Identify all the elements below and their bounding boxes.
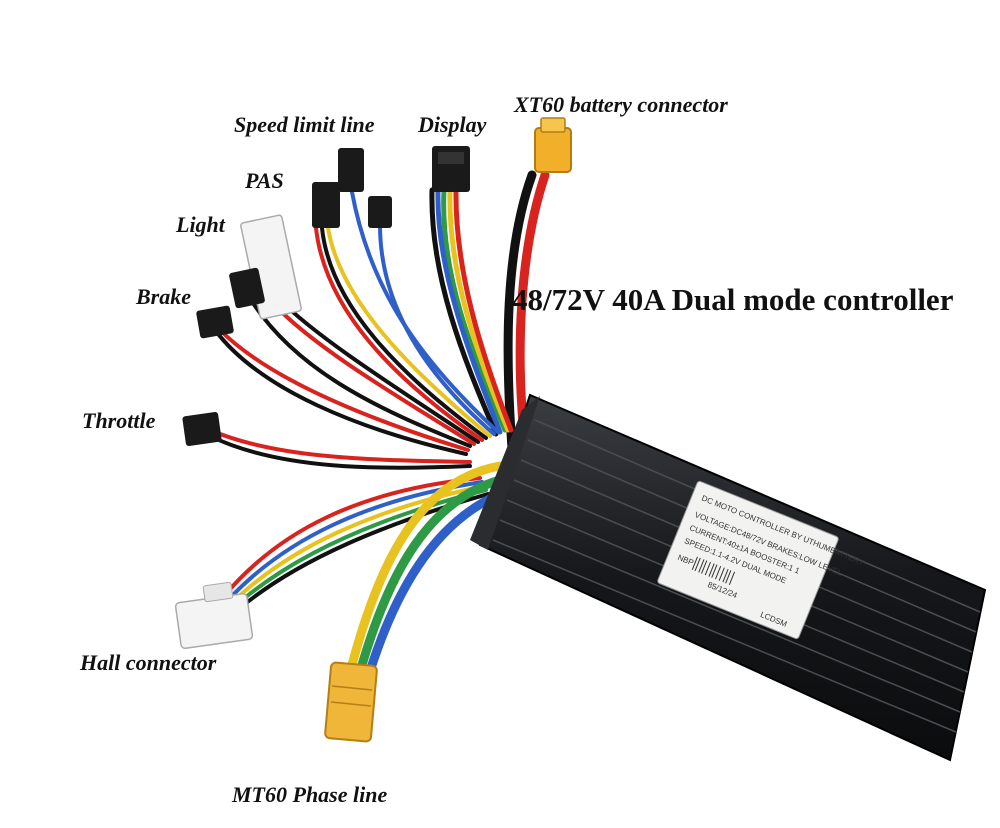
label-light: Light (176, 212, 225, 237)
label-display: Display (418, 112, 487, 137)
barcode (691, 556, 736, 586)
wire-bundle-hall (223, 476, 490, 606)
light-connector (229, 214, 302, 320)
controller-title: 48/72V 40A Dual mode controller (512, 282, 954, 317)
xt60-connector (534, 117, 572, 173)
pas-connector (312, 182, 340, 228)
controller-housing: DC MOTO CONTROLLER BY UTHUMBATTERY VOLTA… (470, 393, 987, 762)
speed-limit-connector (338, 148, 364, 192)
wire-bundle-top (208, 170, 550, 479)
label-xt60: XT60 battery connector (514, 92, 728, 117)
label-phase: MT60 Phase line (232, 782, 388, 807)
mt60-connector (324, 661, 378, 743)
throttle-connector (182, 412, 222, 446)
label-throttle: Throttle (82, 408, 156, 433)
label-speed-limit: Speed limit line (234, 112, 375, 137)
wire-bundle-phase (347, 461, 505, 670)
label-hall: Hall connector (80, 650, 217, 675)
label-pas: PAS (245, 168, 284, 193)
brake-connector (196, 305, 234, 339)
display-connector (432, 146, 470, 192)
label-brake: Brake (136, 284, 191, 309)
hall-connector (174, 581, 254, 650)
speed-limit-connector-2 (368, 196, 392, 228)
